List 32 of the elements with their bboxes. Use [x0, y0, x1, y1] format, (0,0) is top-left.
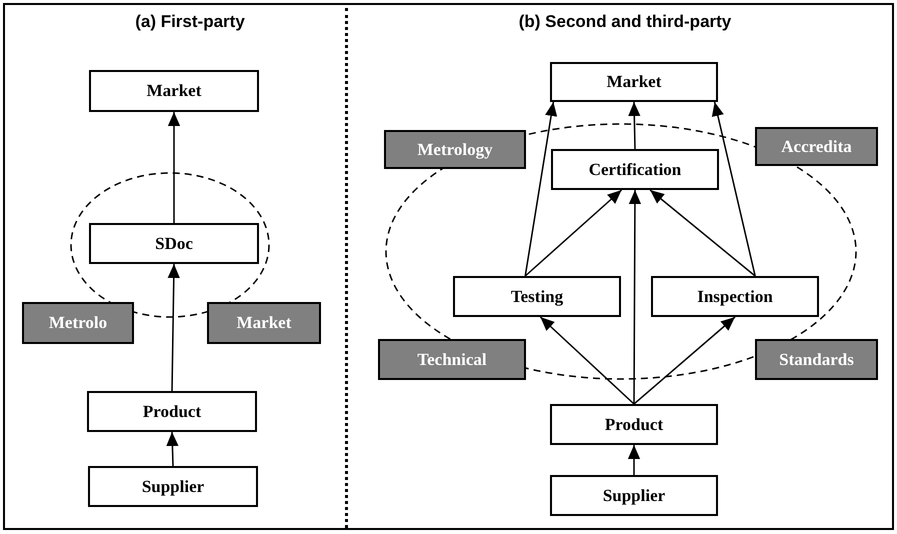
shaded-box: Technical	[378, 339, 526, 380]
arrow	[524, 189, 622, 277]
process-box: Market	[89, 70, 259, 112]
process-box: Supplier	[88, 466, 258, 507]
process-box: Product	[550, 404, 718, 445]
process-box: Supplier	[550, 475, 718, 516]
process-box: Product	[87, 391, 257, 432]
shaded-box: Metrolo	[22, 302, 134, 344]
arrow	[524, 102, 558, 276]
process-box: Market	[550, 62, 718, 102]
process-box: Certification	[551, 149, 719, 190]
arrow	[168, 112, 180, 223]
shaded-box: Metrology	[384, 130, 526, 169]
shaded-box: Accredita	[755, 127, 878, 166]
arrow	[628, 102, 640, 150]
arrow	[540, 316, 634, 405]
panel-heading: (b) Second and third-party	[518, 12, 732, 32]
process-box: Testing	[453, 276, 621, 317]
dashed-ellipse	[385, 123, 857, 380]
process-box: Inspection	[651, 276, 819, 317]
arrow	[168, 264, 180, 392]
arrow	[712, 102, 756, 276]
shaded-box: Market	[207, 302, 321, 344]
shaded-box: Standards	[755, 339, 878, 380]
panel-heading: (a) First-party	[134, 12, 246, 32]
arrow	[650, 189, 756, 277]
arrow	[628, 445, 640, 475]
arrow	[166, 432, 179, 466]
process-box: SDoc	[89, 223, 259, 264]
arrow	[634, 316, 736, 405]
dashed-ellipse	[70, 172, 270, 318]
arrow	[628, 190, 642, 404]
